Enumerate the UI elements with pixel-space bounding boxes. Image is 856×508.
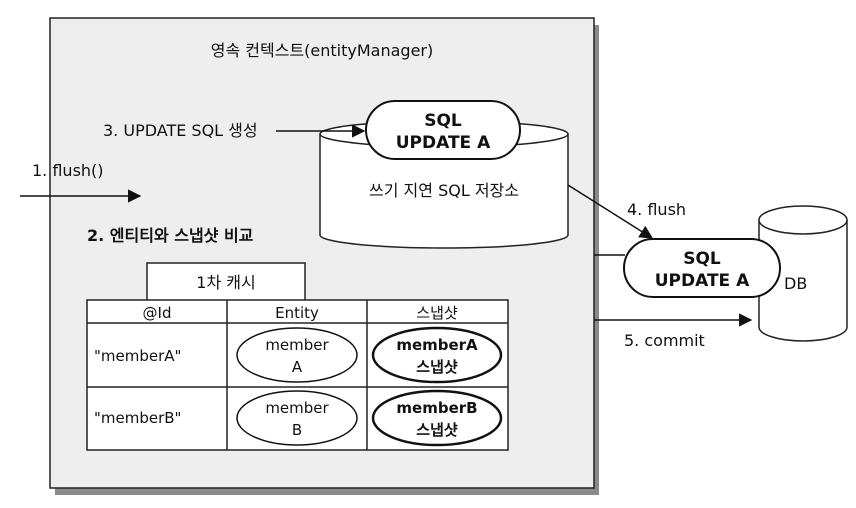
row-b-snapshot-oval — [371, 389, 503, 447]
step-4-label: 4. flush — [627, 200, 686, 219]
step-5-label: 5. commit — [624, 331, 705, 350]
row-a-entity-line2: A — [292, 358, 303, 376]
header-snapshot: 스냅샷 — [416, 304, 458, 322]
row-b-snapshot-line1: memberB — [396, 399, 477, 417]
sql-pill-db-line1: SQL — [683, 249, 721, 269]
database-cylinder — [758, 205, 848, 342]
header-entity: Entity — [275, 304, 319, 322]
sql-pill-db-line2: UPDATE A — [655, 271, 750, 291]
row-b-entity-line1: member — [265, 399, 329, 417]
first-level-cache-tab — [146, 262, 306, 302]
sql-pill-store-line1: SQL — [424, 111, 462, 131]
sql-pill-db — [623, 238, 781, 298]
database-label: DB — [784, 274, 807, 293]
step-3-label: 3. UPDATE SQL 생성 — [103, 121, 258, 140]
row-b-entity-oval — [236, 390, 358, 446]
context-title: 영속 컨텍스트(entityManager) — [211, 41, 433, 60]
row-b-id: "memberB" — [94, 409, 181, 427]
row-a-snapshot-oval — [371, 326, 503, 384]
first-level-cache-label: 1차 캐시 — [196, 273, 255, 292]
step-1-label: 1. flush() — [32, 161, 104, 180]
row-a-id: "memberA" — [94, 347, 181, 365]
step-2-label: 2. 엔티티와 스냅샷 비교 — [87, 226, 254, 245]
row-a-snapshot-line2: 스냅샷 — [416, 358, 458, 376]
sql-pill-store — [365, 100, 521, 160]
write-behind-label: 쓰기 지연 SQL 저장소 — [369, 181, 519, 200]
row-b-snapshot-line2: 스냅샷 — [416, 421, 458, 439]
sql-pill-store-line2: UPDATE A — [396, 133, 491, 153]
header-id: @Id — [143, 304, 172, 322]
row-a-snapshot-line1: memberA — [396, 336, 478, 354]
row-a-entity-oval — [236, 327, 358, 383]
row-b-entity-line2: B — [292, 421, 302, 439]
step-4-arrow — [567, 184, 654, 239]
row-a-entity-line1: member — [265, 336, 329, 354]
